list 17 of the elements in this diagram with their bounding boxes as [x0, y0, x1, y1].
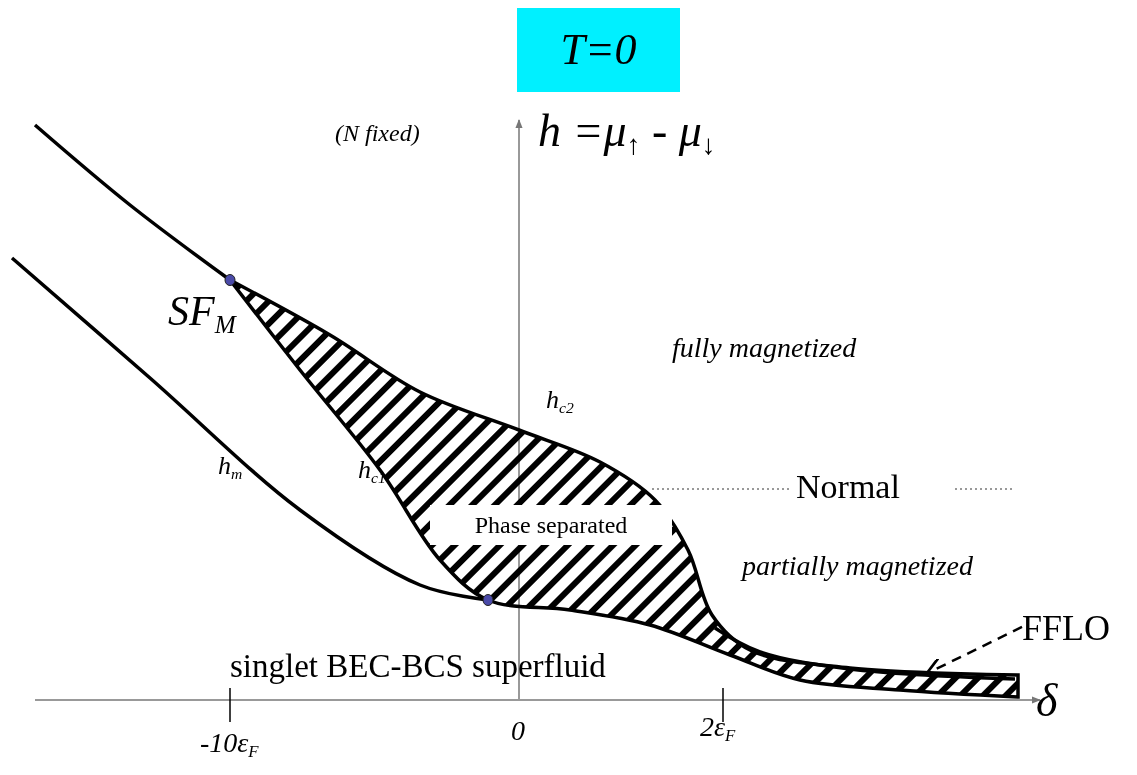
- tick-label: 0: [511, 716, 525, 747]
- phase-label: FFLO: [1022, 608, 1132, 650]
- curve-label: h$_{c2}$: [546, 386, 574, 416]
- region-label-box: Phase separated: [430, 505, 672, 545]
- curve-label: h$_{m}$: [218, 452, 243, 482]
- tick-label: 2ε$_{F}$: [700, 712, 736, 746]
- region-label: fully magnetized: [672, 333, 857, 364]
- axis-title: h =μ$_{↑}$ - μ$_{↓}$: [538, 106, 716, 161]
- region-label: partially magnetized: [742, 551, 973, 582]
- phase-label: singlet BEC-BCS superfluid: [230, 648, 606, 685]
- note-text: (N fixed): [335, 120, 420, 147]
- axis-title: δ: [1036, 676, 1058, 727]
- phase-label: Normal: [796, 468, 900, 506]
- title-box: T=0: [517, 8, 680, 92]
- phase-label: SF$_{M}$: [168, 288, 236, 339]
- fflo-boundary-curve: [714, 626, 1016, 681]
- tick-label: -10ε$_{F}$: [200, 728, 259, 762]
